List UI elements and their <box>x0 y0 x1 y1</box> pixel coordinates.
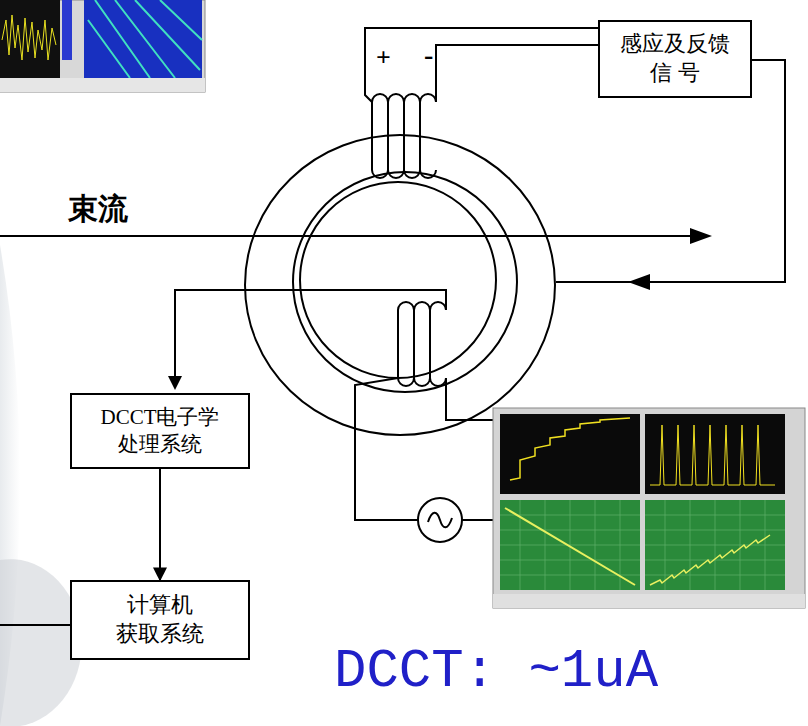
ac-source-symbol <box>418 498 462 542</box>
current-spec: DCCT: ~1uA <box>334 642 658 701</box>
output-line <box>0 624 70 626</box>
scope-screenshot <box>493 408 805 608</box>
spectrum-screenshot <box>0 0 205 92</box>
polarity-minus: - <box>424 40 433 71</box>
beam-label: 束流 <box>68 192 128 225</box>
polarity-plus: + <box>376 44 391 73</box>
toroid-core <box>245 135 555 435</box>
arrow-head <box>168 376 182 390</box>
box-text: DCCT电子学 处理系统 <box>94 404 226 459</box>
top-winding <box>365 28 598 178</box>
electronics-box: DCCT电子学 处理系统 <box>70 393 250 469</box>
acquisition-box: 计算机 获取系统 <box>70 580 250 660</box>
feedback-box: 感应及反馈 信 号 <box>598 20 752 98</box>
beam-line <box>0 228 712 244</box>
flow-arrow <box>159 469 161 580</box>
box-text: 计算机 获取系统 <box>96 591 224 648</box>
box-text: 感应及反馈 信 号 <box>610 30 740 87</box>
